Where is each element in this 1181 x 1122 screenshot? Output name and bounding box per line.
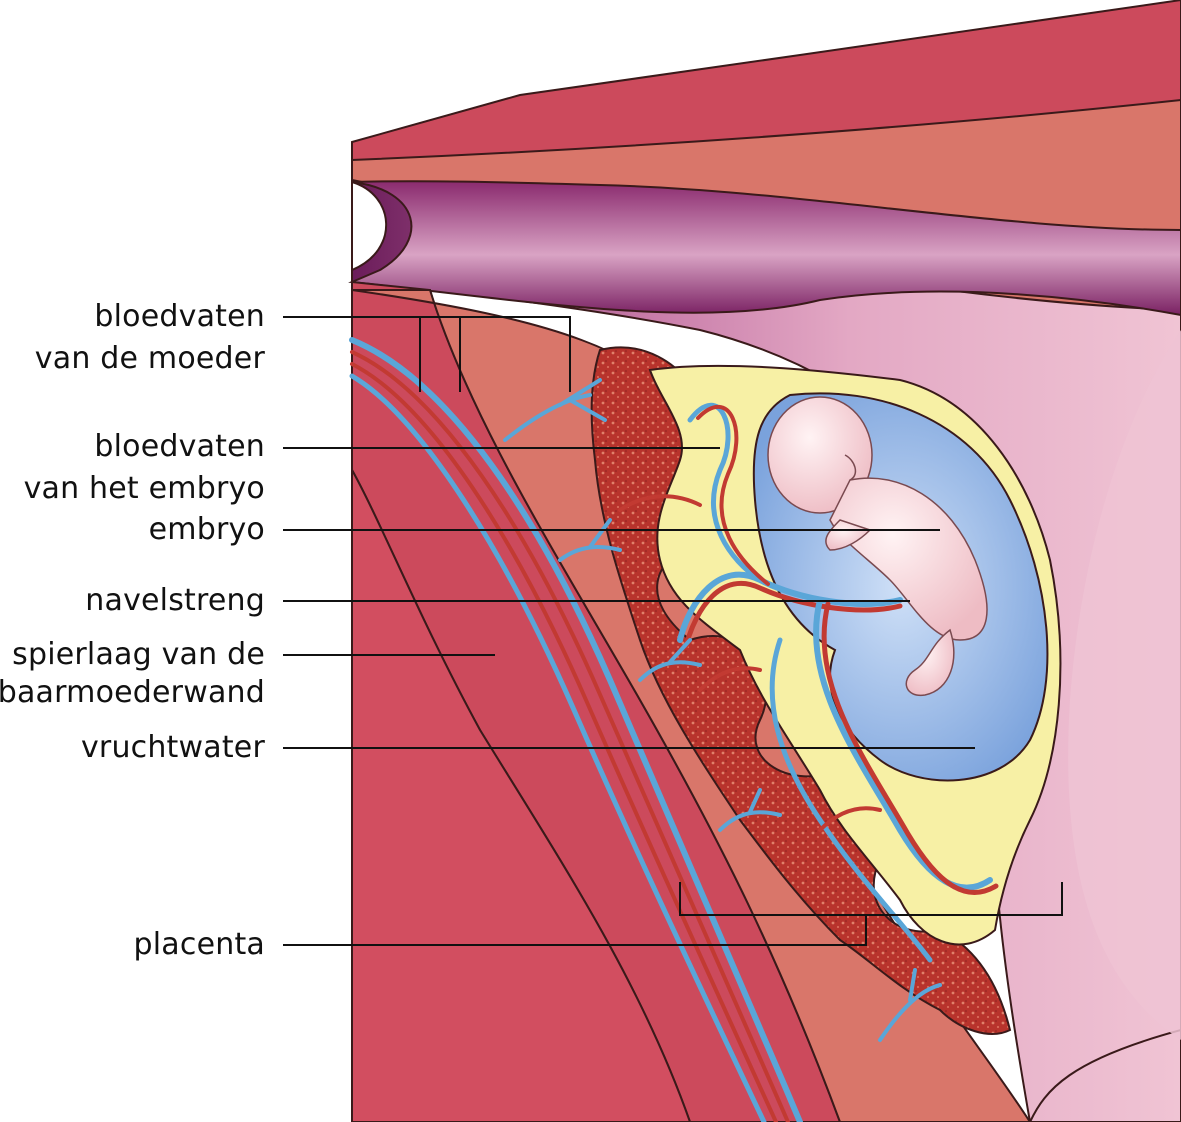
- label-embryo-vessels-line1: bloedvaten: [94, 429, 265, 464]
- embryo-figure: [767, 396, 988, 696]
- label-amniotic-fluid: vruchtwater: [80, 730, 265, 765]
- label-umbilical-cord: navelstreng: [85, 583, 265, 618]
- label-muscle-layer-line1: spierlaag van de: [12, 637, 265, 672]
- right-cavity-light: [1068, 330, 1181, 1040]
- wall-notch: [351, 180, 388, 272]
- label-placenta: placenta: [133, 927, 265, 962]
- label-maternal-vessels-line1: bloedvaten: [94, 299, 265, 334]
- label-muscle-layer-line2: baarmoederwand: [0, 675, 265, 710]
- muscle-wall-outer: [351, 466, 692, 1122]
- label-embryo-vessels: bloedvaten van het embryo: [24, 430, 265, 506]
- umbilical-vessels: [677, 402, 999, 963]
- label-maternal-vessels-line2: van de moeder: [34, 341, 265, 376]
- wall-vessels: [349, 337, 803, 1122]
- leader-lines: [283, 316, 1063, 946]
- label-muscle-layer: spierlaag van de baarmoederwand: [0, 638, 265, 710]
- label-embryo: embryo: [148, 512, 265, 547]
- label-maternal-vessels: bloedvaten van de moeder: [35, 300, 265, 376]
- branch-vessels: [503, 378, 942, 1042]
- label-embryo-vessels-line2: van het embryo: [23, 471, 265, 506]
